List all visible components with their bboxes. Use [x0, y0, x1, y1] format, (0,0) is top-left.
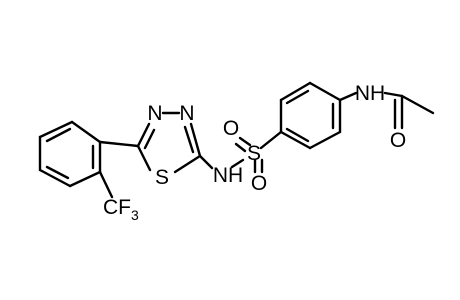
bond-phenyl-4 [38, 168, 72, 188]
bond-methyl-carbonyl [400, 94, 435, 115]
carbonyl-oxygen-label: O [390, 129, 406, 152]
cf3-subscript-label: 3 [131, 207, 139, 223]
bond-ring-s-c5 [136, 144, 152, 172]
trifluoromethyl-label: CF3 [103, 196, 139, 223]
atom-labels: NH O S O O NH S N N CF3 [103, 82, 406, 223]
bond-s-o-top-1 [238, 136, 252, 147]
bond-benzene-sulfonyl [259, 130, 283, 150]
thiadiazole-sulfur-label: S [155, 166, 169, 189]
sulfonamide-nh-label: NH [213, 164, 243, 187]
sulfonyl-oxygen-bottom-label: O [251, 172, 267, 195]
bond-sulfonyl-nh [230, 158, 245, 169]
bond-ring-c5-n4 [136, 122, 151, 148]
bond-nh-benzene [338, 91, 358, 102]
sulfonyl-sulfur-label: S [247, 142, 261, 165]
bond-phenyl-cf3 [98, 170, 114, 199]
bonds [38, 81, 435, 199]
thiadiazole-n-right-label: N [179, 102, 194, 125]
bond-benzene-2 [308, 130, 342, 150]
bond-s-o-top-2 [234, 142, 247, 153]
bond-ring-n3-c2-double [183, 125, 195, 154]
bond-benzene-inner-c [285, 89, 310, 105]
bond-carbonyl-nh [383, 91, 404, 98]
bond-ring-c5-n4-double [143, 128, 156, 150]
thiadiazole-n-left-label: N [147, 102, 162, 125]
bond-phenyl-5 [68, 170, 102, 188]
bond-benzene-5 [279, 81, 312, 102]
bond-nh-thiadiazole [198, 154, 214, 170]
bond-benzene-6 [308, 81, 342, 102]
bond-benzene-inner-b [285, 127, 310, 143]
bond-thiadiazole-phenyl [98, 140, 140, 148]
bond-benzene-3 [279, 130, 312, 150]
bond-ring-n3-c2 [189, 122, 202, 158]
bond-phenyl-1 [70, 120, 102, 144]
sulfonyl-oxygen-top-label: O [223, 117, 239, 140]
bond-phenyl-2 [38, 120, 74, 139]
acetamide-nh-label: NH [355, 82, 385, 105]
bond-phenyl-inner-b [45, 165, 70, 180]
bond-ring-c2-s [173, 154, 202, 174]
cf3-main-label: CF [103, 196, 131, 219]
bond-phenyl-inner-a [45, 127, 72, 143]
